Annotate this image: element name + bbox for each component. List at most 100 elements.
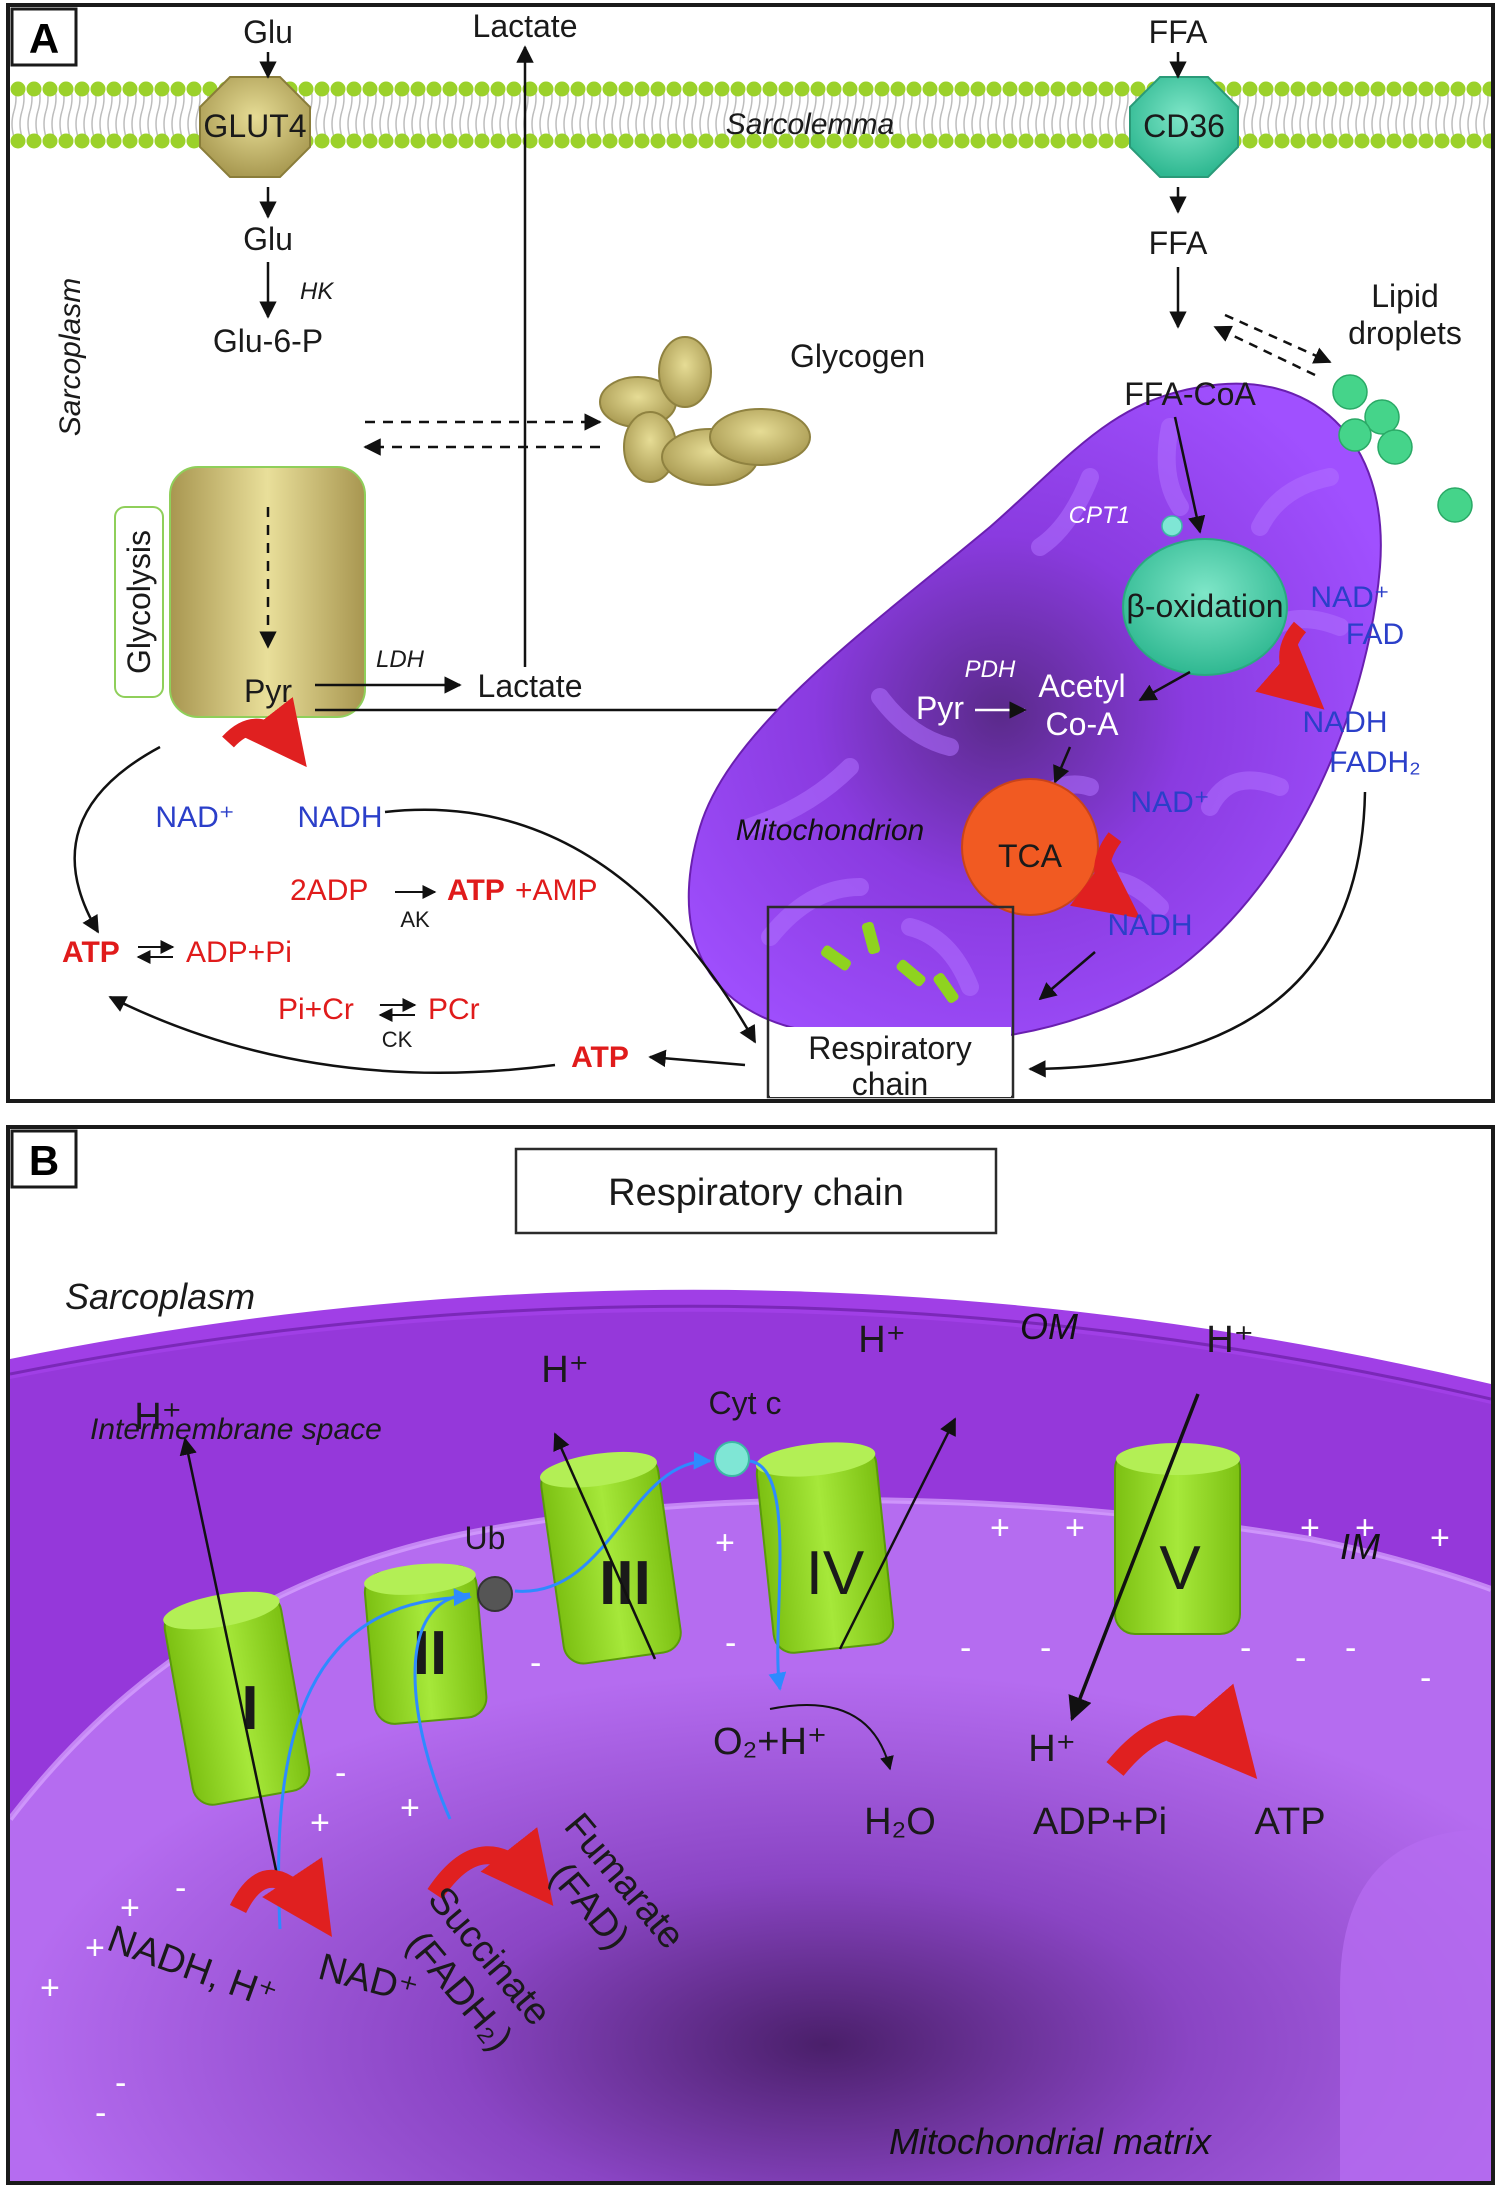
- lactate-outside: Lactate: [473, 8, 578, 44]
- panel-a-diagram: A GLUT4 CD36 Sarcolemma Glu Lactate FFA …: [10, 7, 1491, 1099]
- ck-enzyme: CK: [382, 1027, 413, 1052]
- complex-iv-label: IV: [806, 1539, 865, 1608]
- h-plus-complex-iii: H⁺: [541, 1349, 589, 1391]
- plus-charge: +: [310, 1804, 330, 1842]
- tca-cycle-arrow: [1069, 832, 1141, 919]
- minus-charge: -: [530, 1644, 541, 1682]
- minus-charge: -: [95, 2094, 106, 2132]
- sarcoplasm-label: Sarcoplasm: [65, 1276, 255, 1317]
- panel-letter-box: [10, 1129, 78, 1189]
- lipid-droplets-line2: droplets: [1348, 315, 1462, 351]
- minus-charge: -: [1240, 1629, 1251, 1667]
- beta-oxidation-label: β-oxidation: [1126, 588, 1283, 624]
- acetyl-coa-line1: Acetyl: [1038, 668, 1125, 704]
- plus-charge: +: [715, 1524, 735, 1562]
- intermembrane-label: Intermembrane space: [90, 1413, 382, 1446]
- minus-charge: -: [335, 1754, 346, 1792]
- ldh-enzyme: LDH: [376, 646, 425, 673]
- tca-cycle: [961, 778, 1099, 916]
- glycolysis-label: Glycolysis: [121, 530, 157, 674]
- panel-letter: A: [29, 15, 59, 62]
- mitochondrion: [687, 382, 1382, 1044]
- plus-charge: +: [85, 1929, 105, 1967]
- glycolysis-tab: [114, 506, 164, 698]
- tca-nadh: NADH: [1107, 909, 1192, 942]
- respiratory-complex-icons: [821, 921, 959, 1003]
- pcr-label: PCr: [428, 993, 480, 1026]
- tca-nad-plus: NAD⁺: [1130, 786, 1209, 819]
- ffa-inside: FFA: [1149, 225, 1208, 261]
- plus-charge: +: [400, 1789, 420, 1827]
- nadh-fadh-line2: FADH₂: [1329, 746, 1421, 779]
- atp-left: ATP: [62, 936, 120, 969]
- title-box: [514, 1147, 998, 1235]
- minus-charge: -: [1345, 1629, 1356, 1667]
- glu-inside: Glu: [243, 221, 293, 257]
- plus-charge: +: [40, 1969, 60, 2007]
- glycogen-granules: [599, 336, 811, 486]
- atp-label: ATP: [1254, 1801, 1325, 1843]
- minus-charge: -: [960, 1629, 971, 1667]
- ak-enzyme: AK: [400, 907, 430, 932]
- adp2-label: 2ADP: [290, 874, 368, 907]
- glut4-label: GLUT4: [203, 108, 306, 144]
- ffa-coa-label: FFA-CoA: [1124, 376, 1256, 412]
- complex-v-label: V: [1159, 1534, 1201, 1603]
- acetyl-coa-line2: Co-A: [1046, 706, 1120, 742]
- sarcolemma-label: Sarcolemma: [726, 108, 894, 141]
- nadh-glycolysis: NADH: [297, 801, 382, 834]
- cd36-label: CD36: [1143, 108, 1225, 144]
- resp-chain-line1: Respiratory: [808, 1030, 972, 1066]
- complex-i-label: I: [241, 1674, 258, 1743]
- cpt1-label: CPT1: [1069, 502, 1130, 529]
- plus-charge: +: [1355, 1509, 1375, 1547]
- sarcoplasm-label: Sarcoplasm: [54, 278, 87, 436]
- plus-charge: +: [990, 1509, 1010, 1547]
- plus-charge: +: [1300, 1509, 1320, 1547]
- glut4-transporter: [199, 76, 311, 178]
- glycogen-label: Glycogen: [790, 338, 925, 374]
- beta-oxidation: [1122, 538, 1288, 676]
- complex-iii-label: III: [599, 1549, 651, 1618]
- complex-v: [1114, 1443, 1241, 1635]
- panel-b: B Respiratory chain Sarcoplasm OM Interm…: [6, 1125, 1495, 2185]
- complex-ii-label: II: [413, 1619, 447, 1688]
- im-label: IM: [1340, 1526, 1380, 1567]
- cd36-transporter: [1129, 76, 1239, 178]
- ffa-outside: FFA: [1149, 14, 1208, 50]
- cyt-c-label: Cyt c: [709, 1385, 782, 1421]
- beta-ox-cycle-arrow: [1255, 621, 1325, 710]
- cytochrome-c: [714, 1441, 750, 1477]
- matrix-label: Mitochondrial matrix: [889, 2121, 1213, 2162]
- minus-charge: -: [175, 1869, 186, 1907]
- lipid-droplets-line1: Lipid: [1371, 278, 1439, 314]
- pyr-label: Pyr: [244, 673, 292, 709]
- tca-label: TCA: [998, 838, 1063, 874]
- plus-charge: +: [1065, 1509, 1085, 1547]
- panel-a: A GLUT4 CD36 Sarcolemma Glu Lactate FFA …: [6, 3, 1495, 1103]
- h-plus-complex-i: H⁺: [134, 1396, 182, 1438]
- ub-label: Ub: [465, 1520, 506, 1556]
- pyr-mito-label: Pyr: [916, 690, 964, 726]
- minus-charge: -: [1040, 1629, 1051, 1667]
- atp-from-ak: ATP: [447, 874, 505, 907]
- glu6p-label: Glu-6-P: [213, 323, 323, 359]
- plus-charge: +: [120, 1889, 140, 1927]
- panel-b-title: Respiratory chain: [608, 1172, 904, 1214]
- mitochondrion-label: Mitochondrion: [736, 814, 924, 847]
- cpt1-carrier: [1161, 515, 1183, 537]
- glycolysis-nad-cycle-arrow: [222, 696, 307, 768]
- nad-fad-line2: FAD: [1346, 618, 1404, 651]
- minus-charge: -: [115, 2064, 126, 2102]
- plus-charge: +: [1430, 1519, 1450, 1557]
- nadh-fadh-line1: NADH: [1302, 706, 1387, 739]
- resp-chain-line2: chain: [852, 1066, 929, 1099]
- succinate-oxidation-arrow: [427, 1827, 554, 1906]
- hk-enzyme: HK: [300, 278, 334, 305]
- nadh-oxidation-arrow: [229, 1857, 332, 1937]
- adp-pi-label: ADP+Pi: [186, 936, 292, 969]
- atp-bottom: ATP: [571, 1041, 629, 1074]
- lactate-inside: Lactate: [478, 668, 583, 704]
- h-plus-complex-v-top: H⁺: [1206, 1319, 1254, 1361]
- lipid-droplets: [1332, 374, 1473, 523]
